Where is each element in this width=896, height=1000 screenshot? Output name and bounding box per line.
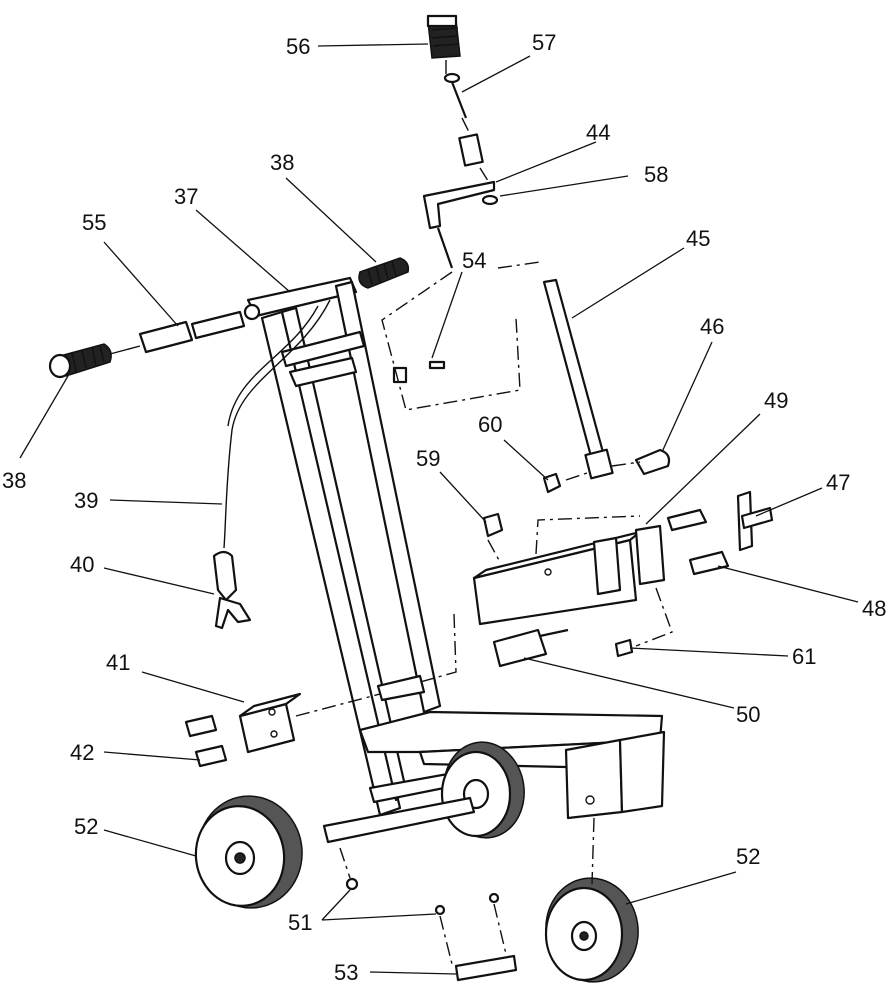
cotter-pins: [345, 877, 500, 916]
axle-53: [454, 954, 518, 982]
callout-47: 47: [826, 470, 850, 495]
axle-clamp: [238, 692, 302, 754]
top-knob: [426, 14, 461, 59]
callout-53: 53: [334, 960, 358, 985]
callout-55: 55: [82, 210, 106, 235]
wing-nut: [736, 490, 774, 552]
handle-grip-right: [358, 257, 410, 289]
callout-58: 58: [644, 162, 668, 187]
callout-52-left: 52: [74, 814, 98, 839]
handle-extension: [109, 303, 261, 355]
callout-39: 39: [74, 488, 98, 513]
support-rod: [542, 278, 671, 480]
callout-45: 45: [686, 226, 710, 251]
handle-grip-left: [48, 343, 112, 379]
callout-50: 50: [736, 702, 760, 727]
callout-37: 37: [174, 184, 198, 209]
leader-lines: [19, 43, 859, 975]
callout-51: 51: [288, 910, 312, 935]
ground-clamp: [212, 550, 252, 630]
mounting-bar: [472, 524, 666, 626]
axle-stub: [376, 674, 426, 702]
pin-assembly: [443, 72, 484, 167]
callout-60: 60: [478, 412, 502, 437]
axle: [322, 796, 476, 844]
callout-38-upper: 38: [270, 150, 294, 175]
alignment-lines: [295, 60, 673, 965]
callout-46: 46: [700, 314, 724, 339]
ground-cable: [223, 299, 331, 549]
callout-labels: 56 57 44 58 38 37 55 54 45 46 49 60 38 5…: [2, 30, 886, 985]
callout-61: 61: [792, 644, 816, 669]
callout-48: 48: [862, 596, 886, 621]
bolt-lower: [688, 550, 730, 576]
callout-38-lower: 38: [2, 468, 26, 493]
callout-40: 40: [70, 552, 94, 577]
callout-54: 54: [462, 248, 486, 273]
callout-41: 41: [106, 650, 130, 675]
callout-57: 57: [532, 30, 556, 55]
cart-frame: [246, 276, 666, 820]
callout-56: 56: [286, 34, 310, 59]
small-fittings: [392, 360, 634, 658]
callout-52-right: 52: [736, 844, 760, 869]
wheel-left: [194, 795, 303, 909]
callout-42: 42: [70, 740, 94, 765]
clamp-bolts: [184, 714, 228, 768]
block-50: [492, 628, 569, 668]
wheel-right: [544, 877, 639, 983]
callout-44: 44: [586, 120, 610, 145]
bolt-upper: [666, 508, 708, 532]
callout-49: 49: [764, 388, 788, 413]
callout-59: 59: [416, 446, 440, 471]
torch-bracket: [422, 180, 499, 269]
